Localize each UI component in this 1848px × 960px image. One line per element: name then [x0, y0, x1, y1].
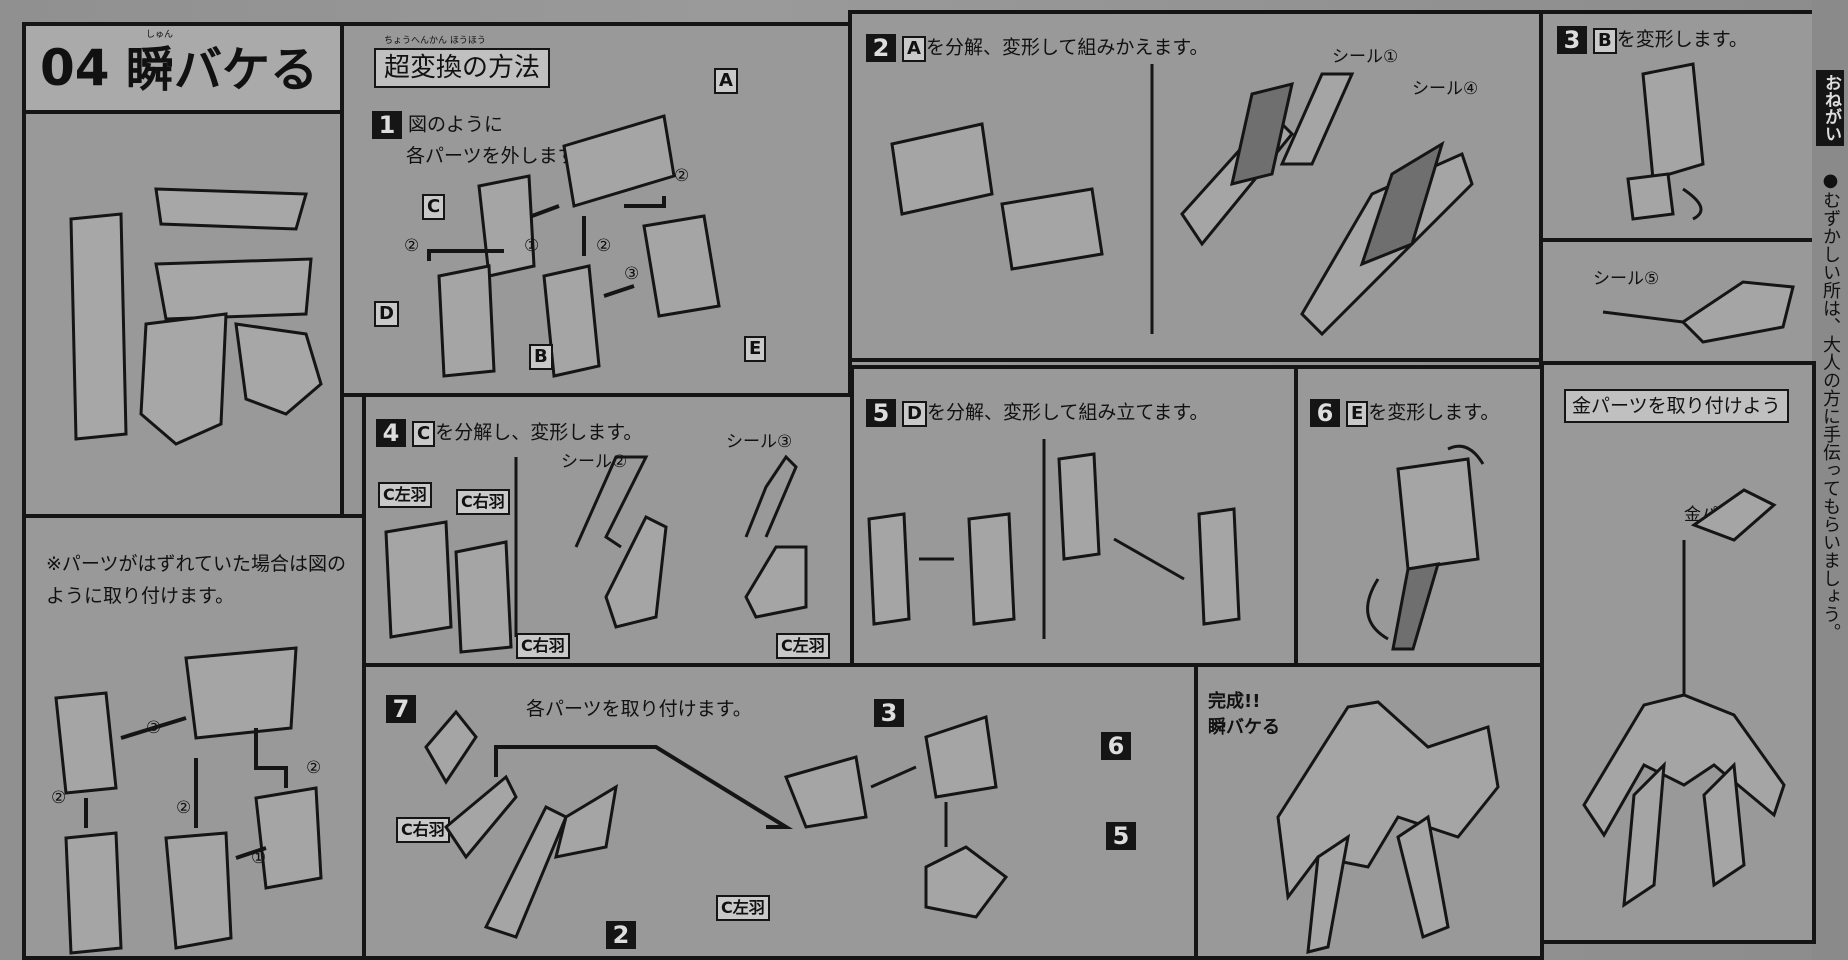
step3-seal5: シール⑤ [1593, 269, 1660, 289]
note-label-3: ③ [146, 718, 162, 738]
step7-label-6: 6 [1101, 732, 1131, 760]
step4-c-left-a: C左羽 [378, 482, 432, 508]
step5-number: 5 [866, 399, 896, 427]
step4-part: C [412, 420, 436, 447]
step7-c-left: C左羽 [716, 895, 770, 921]
step3-diagram [1626, 62, 1705, 221]
step7-label-2: 2 [606, 921, 636, 949]
step2-number: 2 [866, 34, 896, 62]
method-title: 超変換の方法 [374, 48, 551, 88]
title-ruby: しゅん [146, 30, 174, 40]
step4-c-right-b: C右羽 [516, 633, 570, 659]
side-tab: おねがい [1816, 70, 1844, 146]
gold-parts-title: 金パーツを取り付けよう [1564, 389, 1789, 423]
step1-heading: 1 図のように [372, 111, 503, 139]
step4-seal3: シール③ [726, 432, 793, 452]
complete-panel: 完成!! 瞬バケる [1194, 663, 1544, 960]
note-label-2a: ② [51, 788, 67, 808]
step3-text: を変形します。 [1616, 28, 1748, 51]
title-number: 04 [40, 39, 110, 97]
page-title: 瞬バケる [126, 42, 319, 98]
note-panel: ※パーツがはずれていた場合は図のように取り付けます。 ③ ② ② ② ① [22, 514, 366, 960]
step1-circle-2b: ② [596, 236, 612, 256]
complete-robot-illustration [1276, 700, 1500, 954]
step1-circle-2c: ② [674, 166, 690, 186]
note-text: ※パーツがはずれていた場合は図のように取り付けます。 [46, 553, 346, 607]
step4-c-left-b: C左羽 [776, 633, 830, 659]
step7-number: 7 [386, 695, 416, 723]
step6-number: 6 [1310, 399, 1340, 427]
kanji-shaped-robot-illustration [69, 187, 323, 446]
note-reattach-diagram [54, 646, 323, 955]
step1-panel: ちょうへんかん ほうほう 超変換の方法 1 図のように 各パーツを外します。 A [340, 22, 852, 397]
step7-heading: 7 [386, 695, 422, 723]
step7-label-3: 3 [874, 699, 904, 727]
step2-diagram [890, 64, 1474, 337]
note-label-2c: ② [306, 758, 322, 778]
step4-c-right-a: C右羽 [456, 489, 510, 515]
step2-seal1: シール① [1332, 47, 1399, 67]
step6-diagram [1366, 444, 1485, 651]
note-label-1: ① [251, 848, 267, 868]
complete-line2: 瞬バケる [1208, 717, 1280, 738]
note-label-2b: ② [176, 798, 192, 818]
step1-text2: 各パーツを外します。 [406, 145, 594, 167]
step2-part: A [902, 35, 926, 62]
part-a-label: A [714, 68, 738, 94]
step4-text: を分解し、変形します。 [435, 421, 643, 444]
step7-assembly-diagram [424, 709, 1009, 939]
side-strip: おねがい ●むずかしい所は、大人の方に手伝ってもらいましょう。 [1812, 0, 1848, 960]
step1-circle-3: ③ [624, 264, 640, 284]
step7-panel: 7 各パーツを取り付けます。 3 6 5 2 C右羽 C左羽 [362, 663, 1198, 960]
part-c-label: C [422, 194, 446, 220]
seal5-panel: シール⑤ [1539, 238, 1816, 365]
seal5-diagram [1602, 280, 1795, 344]
step1-parts-diagram [427, 114, 721, 378]
gold-parts-panel: 金パーツを取り付けよう 金パーツ [1540, 361, 1816, 944]
step6-text: を変形します。 [1368, 401, 1500, 424]
step7-label-5: 5 [1106, 822, 1136, 850]
step5-diagram [867, 439, 1241, 639]
part-d-label: D [374, 301, 399, 327]
step4-diagram [384, 454, 808, 654]
title-kanji-panel [22, 110, 344, 518]
step4-number: 4 [376, 419, 406, 447]
step5-part: D [902, 400, 927, 427]
method-ruby: ちょうへんかん ほうほう [384, 36, 486, 46]
title-panel: しゅん 04 瞬バケる [22, 22, 344, 114]
step1-circle-1: ① [524, 236, 540, 256]
part-e-label: E [744, 336, 767, 362]
step3-part: B [1593, 27, 1617, 54]
step2-seal4: シール④ [1412, 79, 1479, 99]
complete-line1: 完成!! [1208, 691, 1261, 712]
step3-number: 3 [1557, 26, 1587, 54]
step1-text1: 図のように [408, 113, 504, 136]
step7-text: 各パーツを取り付けます。 [526, 698, 752, 720]
step1-number: 1 [372, 111, 402, 139]
side-note: ●むずかしい所は、大人の方に手伝ってもらいましょう。 [1820, 170, 1841, 641]
gold-parts-diagram [1582, 488, 1786, 908]
step5-text: を分解、変形して組み立てます。 [926, 401, 1209, 424]
part-b-label: B [529, 344, 553, 370]
step1-circle-2a: ② [404, 236, 420, 256]
step2-text: を分解、変形して組みかえます。 [925, 36, 1209, 59]
step6-part: E [1346, 400, 1369, 427]
